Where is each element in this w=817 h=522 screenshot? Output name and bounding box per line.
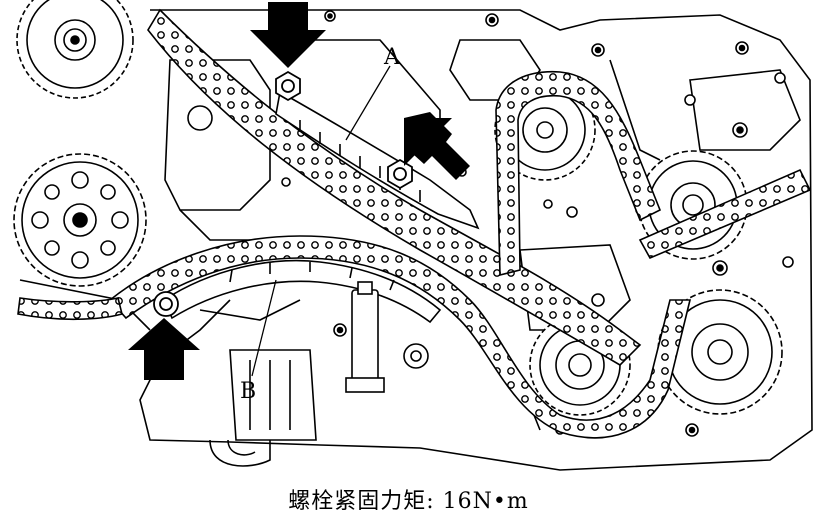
upper-left-sprocket [16,0,134,99]
lower-timing-chain [17,235,692,439]
chain-tensioner-b [162,259,442,324]
timing-chain-diagram: A B [13,0,813,471]
left-large-gear [13,153,147,287]
lower-right-gear [657,289,783,415]
arrow-down-icon [250,2,326,68]
main-timing-chain [147,8,642,367]
engine-block-outline [19,9,813,471]
torque-caption: 螺栓紧固力矩: 16N•m [288,489,529,514]
chain-guide-a [275,90,480,230]
label-guide-a: A [383,45,401,70]
label-leader-lines [251,65,391,377]
guide-bolt-upper [275,70,301,102]
arrow-up-icon [128,318,200,380]
hydraulic-tensioner [209,281,385,467]
guide-bolt-middle [387,158,413,190]
label-guide-b: B [240,379,256,404]
housing-bolt-holes [187,10,794,437]
arrow-diagonal-icon [404,112,470,180]
tensioner-bolt-lower [153,291,179,317]
secondary-chain-loop [495,70,812,277]
